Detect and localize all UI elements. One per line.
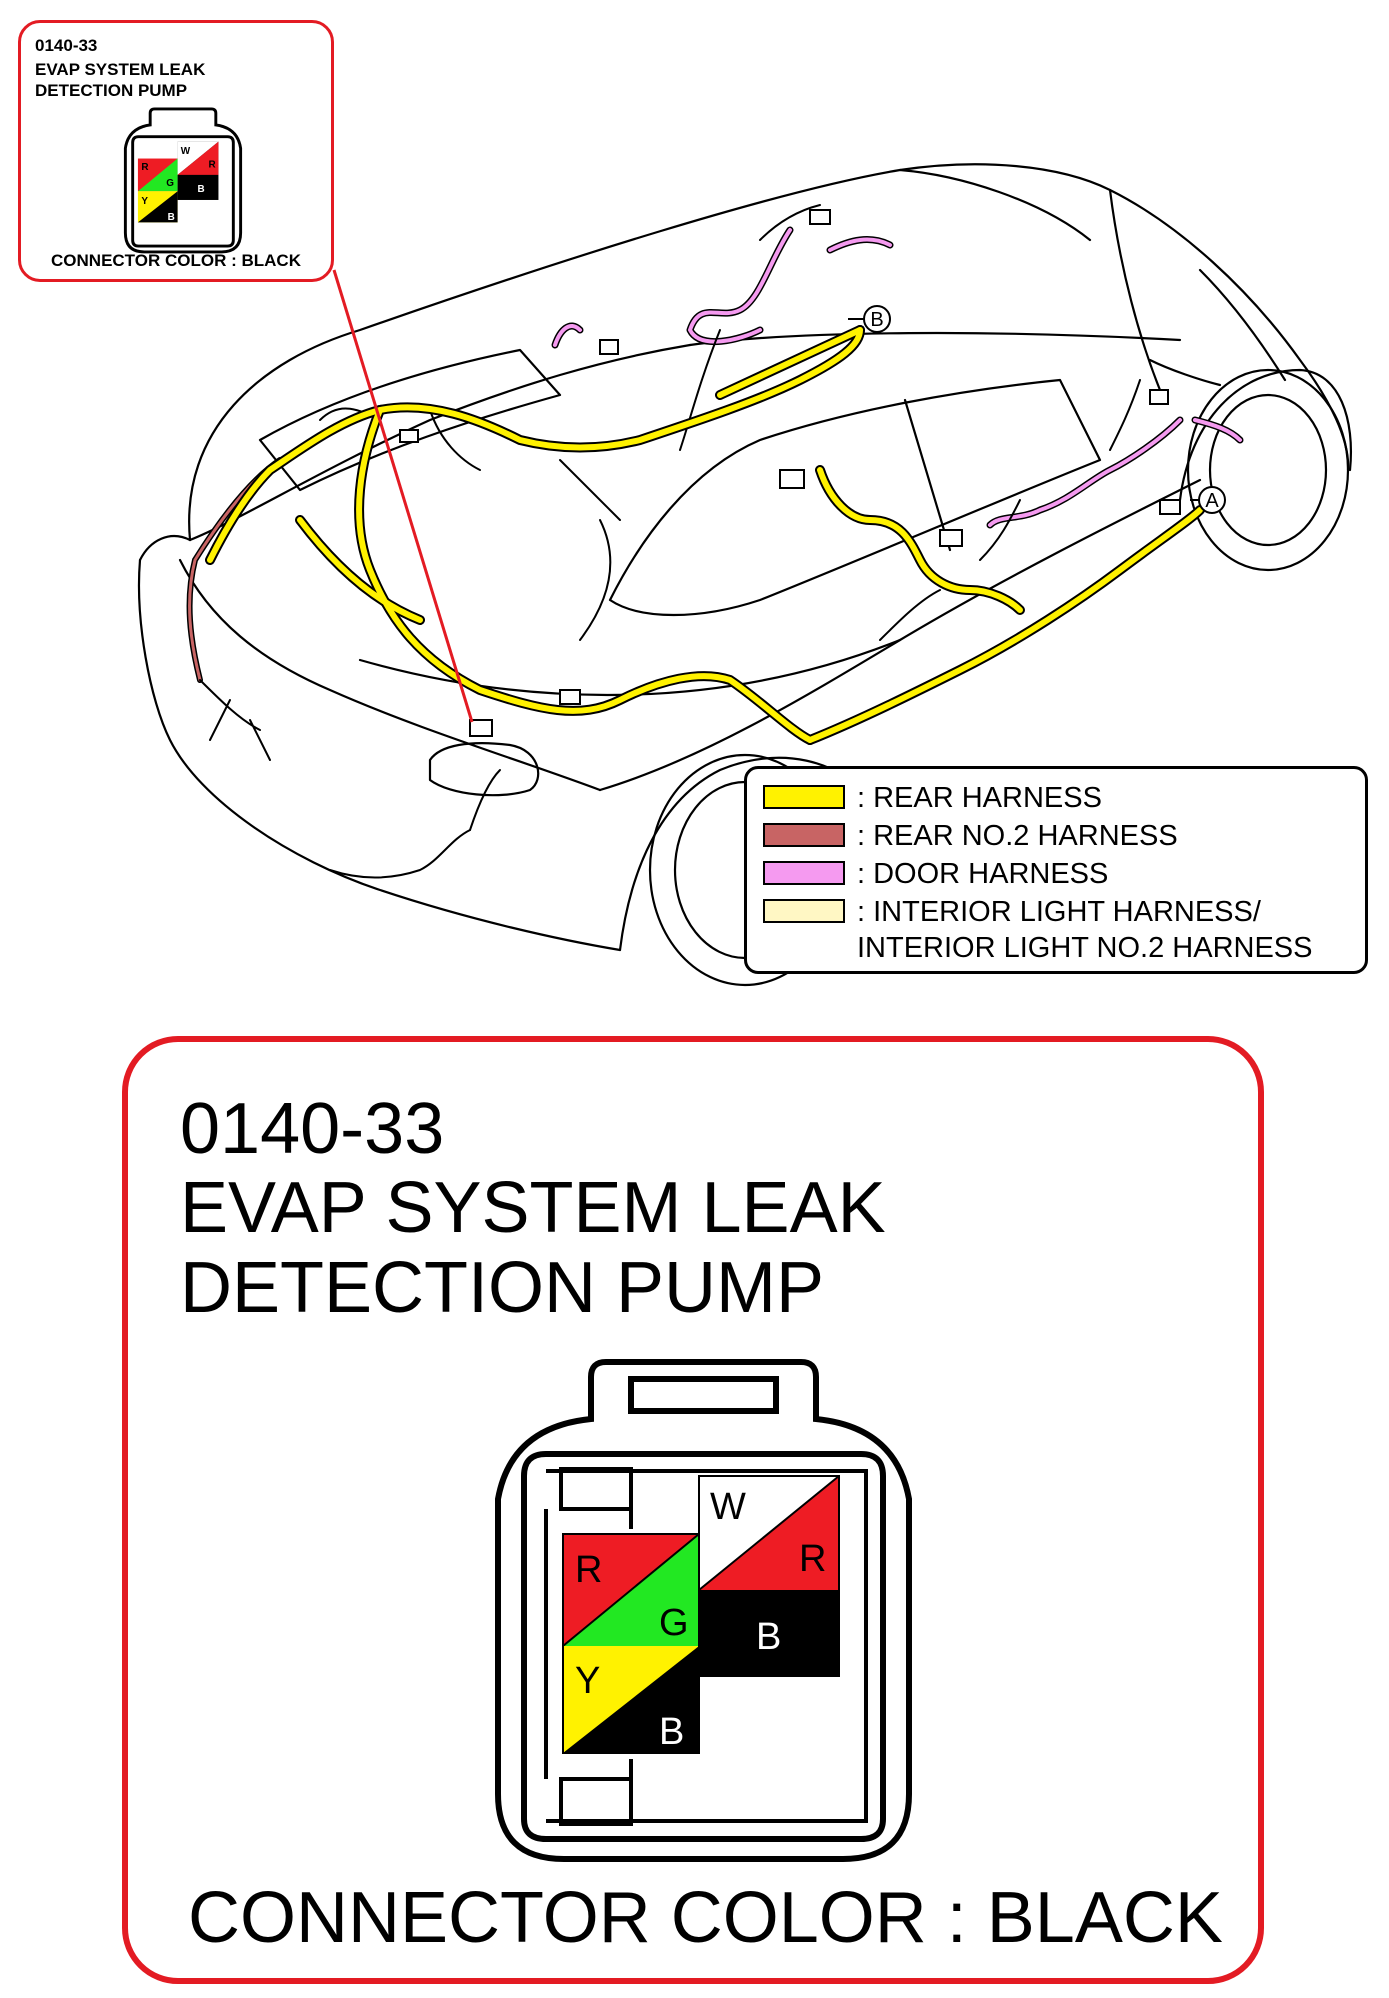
svg-text:B: B (756, 1616, 781, 1658)
connector-name: EVAP SYSTEM LEAK DETECTION PUMP (180, 1168, 886, 1328)
connector-code: 0140-33 (180, 1089, 445, 1169)
legend-swatch (763, 899, 845, 923)
svg-text:R: R (575, 1549, 602, 1591)
harness-connectors (399, 209, 1181, 737)
svg-text:R: R (799, 1538, 826, 1580)
legend-label: : DOOR HARNESS (857, 858, 1109, 890)
legend-label: : REAR HARNESS (857, 782, 1102, 814)
connector-name: EVAP SYSTEM LEAK DETECTION PUMP (35, 60, 206, 100)
legend-label: INTERIOR LIGHT NO.2 HARNESS (857, 932, 1313, 964)
svg-text:W: W (181, 146, 191, 157)
svg-text:B: B (168, 212, 175, 223)
svg-text:G: G (166, 178, 174, 189)
svg-text:W: W (710, 1486, 746, 1528)
connector-pin-4: B (699, 1590, 839, 1676)
connector-pin-2: W R (698, 1475, 840, 1591)
svg-text:B: B (197, 184, 204, 195)
svg-text:Y: Y (141, 196, 148, 207)
connector-color-label: CONNECTOR COLOR : BLACK (188, 1878, 1223, 1958)
callout-leader-line (332, 269, 474, 723)
svg-text:R: R (141, 162, 148, 173)
connector-color-label: CONNECTOR COLOR : BLACK (51, 251, 301, 270)
legend-swatch (763, 861, 845, 885)
svg-text:Y: Y (575, 1660, 600, 1702)
svg-text:G: G (659, 1602, 689, 1644)
connector-face-large: R G Y B W R B (495, 1359, 912, 1862)
connector-pin-3: Y B (563, 1646, 699, 1753)
svg-text:B: B (659, 1711, 684, 1753)
rear-no2-harness-wires (186, 457, 283, 683)
connector-pin-1: R G (562, 1533, 700, 1647)
legend-label: : REAR NO.2 HARNESS (857, 820, 1178, 852)
misc-black-wires (199, 204, 1141, 879)
legend-swatch (763, 785, 845, 809)
legend-label: : INTERIOR LIGHT HARNESS/ (857, 896, 1261, 928)
vehicle-harness-illustration: A B (137, 163, 1352, 987)
connector-callout-large: 0140-33 EVAP SYSTEM LEAK DETECTION PUMP … (122, 1036, 1264, 1984)
legend-swatch (763, 823, 845, 847)
connector-face-small: R G Y B W R B (123, 107, 243, 254)
svg-text:A: A (1205, 490, 1219, 512)
svg-text:B: B (870, 309, 883, 331)
marker-a: A (1198, 486, 1226, 514)
car-body-outline (137, 163, 1352, 987)
svg-text:R: R (209, 159, 216, 170)
door-harness-wires (551, 226, 1244, 529)
marker-b: B (863, 305, 891, 333)
connector-callout-small: 0140-33 EVAP SYSTEM LEAK DETECTION PUMP … (18, 20, 334, 282)
harness-legend: : REAR HARNESS : REAR NO.2 HARNESS : DOO… (744, 766, 1368, 974)
connector-code: 0140-33 (35, 36, 98, 55)
